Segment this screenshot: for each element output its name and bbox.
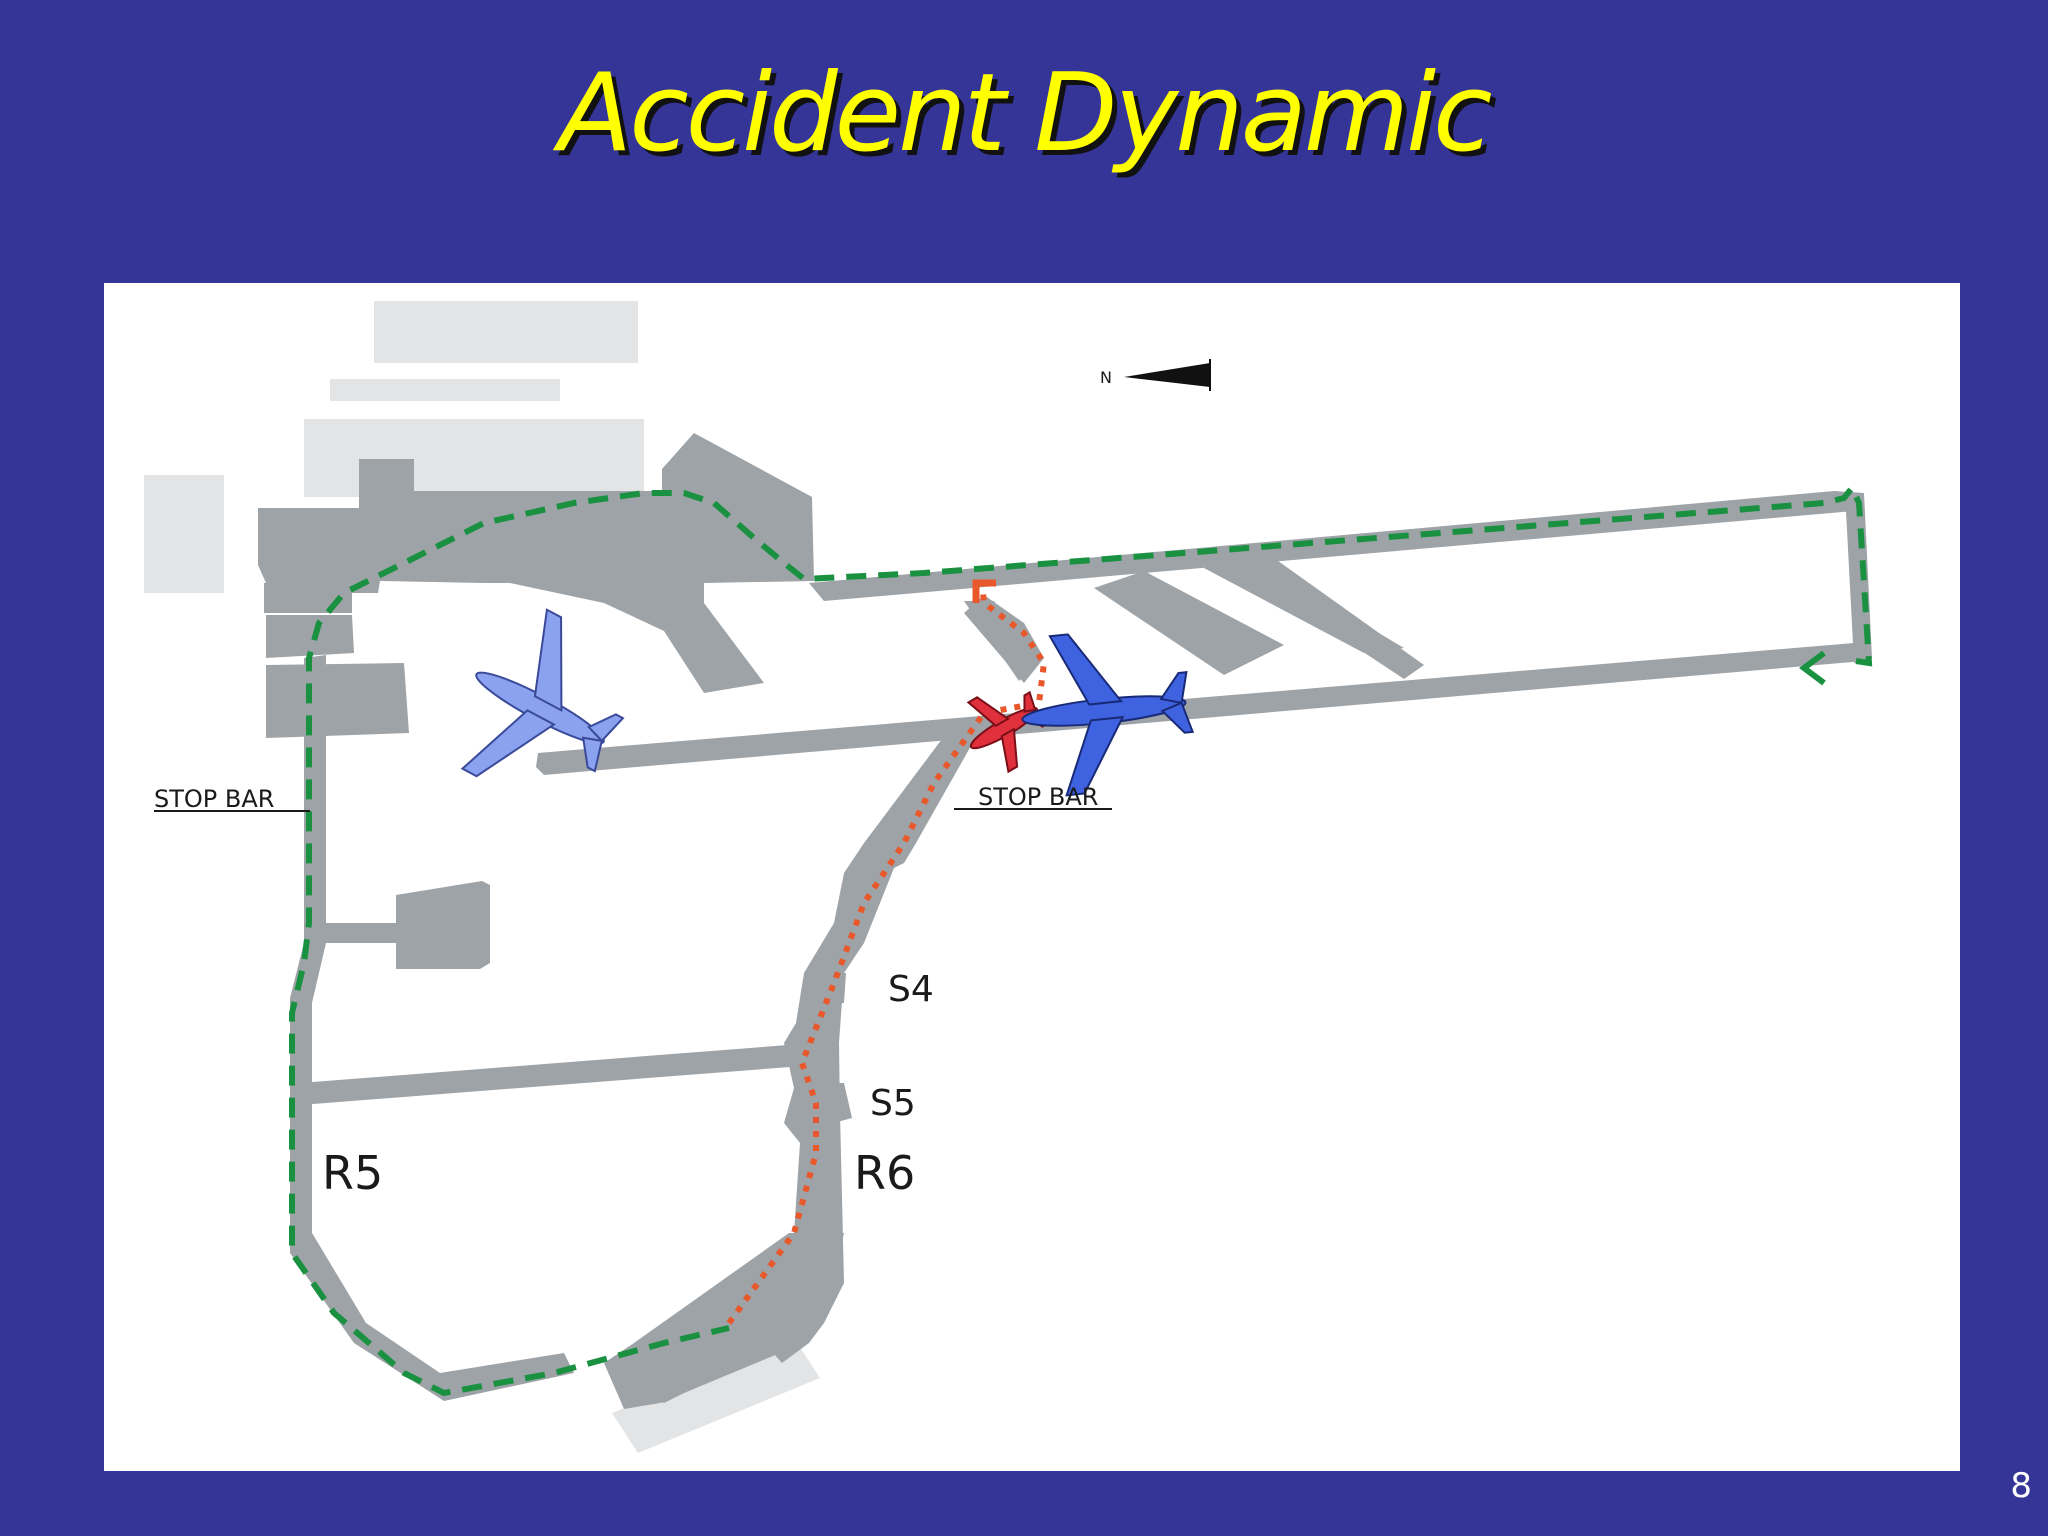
north-arrow: N bbox=[1100, 359, 1211, 391]
cross-taxiway bbox=[300, 1043, 816, 1105]
left-apron-block bbox=[266, 615, 354, 658]
s5-spur bbox=[794, 1083, 852, 1131]
airport-map-panel: N STOP BAR STOP BAR S4 S5 R5 R6 bbox=[104, 283, 1960, 1471]
blue-aircraft-icon bbox=[1021, 633, 1195, 797]
compass-label: N bbox=[1100, 368, 1112, 387]
stop-bar-left: STOP BAR bbox=[154, 785, 310, 813]
taxiway-network bbox=[258, 433, 1872, 1409]
south-apron bbox=[604, 1283, 820, 1409]
page-number: 8 bbox=[2010, 1466, 2032, 1506]
slide-title: Accident Dynamic bbox=[558, 51, 1492, 176]
upper-parallel-taxiway bbox=[809, 491, 1856, 601]
main-apron bbox=[258, 433, 814, 693]
rapid-exit-connector bbox=[1244, 551, 1424, 679]
orange-route-start bbox=[972, 579, 996, 603]
rapid-exit-connector bbox=[964, 601, 1034, 681]
north-arrow-icon bbox=[1124, 363, 1210, 387]
green-arrowhead bbox=[1799, 650, 1826, 686]
stop-bar-left-label: STOP BAR bbox=[154, 785, 274, 813]
stop-bar-right-label: STOP BAR bbox=[978, 783, 1098, 811]
taxiway-label-s4: S4 bbox=[888, 969, 934, 1010]
taxiway-r6 bbox=[764, 723, 984, 1363]
building bbox=[330, 379, 560, 401]
s4-spur bbox=[804, 973, 846, 1003]
taxiway-r5 bbox=[290, 655, 574, 1401]
light-blue-aircraft-icon bbox=[460, 608, 625, 778]
apron-connector bbox=[322, 923, 404, 943]
remote-apron bbox=[396, 881, 490, 969]
taxiway-label-r5: R5 bbox=[322, 1146, 383, 1200]
taxiway-label-r6: R6 bbox=[854, 1146, 915, 1200]
building bbox=[374, 301, 638, 363]
stop-bar-right: STOP BAR bbox=[954, 783, 1112, 811]
building bbox=[304, 419, 644, 497]
rapid-exit-connector bbox=[1094, 571, 1284, 675]
main-runway bbox=[536, 643, 1864, 775]
airport-diagram: N STOP BAR STOP BAR S4 S5 R5 R6 bbox=[144, 301, 1873, 1453]
taxiway-label-s5: S5 bbox=[870, 1083, 916, 1124]
green-taxi-route bbox=[289, 482, 1873, 1397]
left-apron-block bbox=[266, 663, 409, 738]
building bbox=[144, 475, 224, 593]
building bbox=[612, 1338, 820, 1453]
orange-taxi-route bbox=[726, 582, 1048, 1325]
